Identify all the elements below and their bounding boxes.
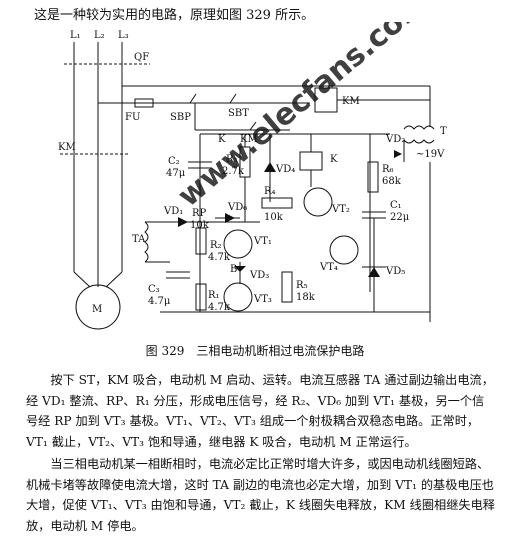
- label-vd2: VD₂: [385, 134, 405, 145]
- label-r6-value: 68k: [382, 176, 402, 187]
- label-km-contact: KM: [240, 134, 258, 145]
- label-km-main: KM: [58, 142, 76, 153]
- label-r5-value: 18k: [296, 292, 316, 303]
- label-vt1: VT₁: [253, 236, 272, 247]
- label-r1-value: 4.7k: [208, 302, 231, 313]
- label-vd4: VD₄: [275, 164, 295, 175]
- label-r1: R₁: [208, 290, 220, 301]
- label-vt3: VT₃: [253, 294, 272, 305]
- label-vt2: VT₂: [331, 204, 350, 215]
- label-ta: TA: [132, 234, 146, 245]
- paragraph-1: 按下 ST，KM 吸合，电动机 M 启动、运转。电流互感器 TA 通过副边输出电…: [26, 373, 494, 449]
- circuit-diagram: L₁ L₂ L₃ QF FU SBP SBT KM K KM KM M VD₂ …: [0, 22, 510, 352]
- label-l2: L₂: [94, 30, 105, 41]
- label-vd5: VD₅: [385, 266, 405, 277]
- label-qf: QF: [134, 52, 149, 63]
- label-fu: FU: [125, 112, 140, 123]
- label-r3-value: 2.7k: [222, 166, 245, 177]
- label-t: T: [440, 126, 447, 137]
- label-c2: C₂: [168, 156, 180, 167]
- paragraph-2: 当三相电动机某一相断相时，电流必定比正常时增大许多，或因电动机线圈短路、机械卡堵…: [26, 457, 495, 533]
- label-19v: ~19V: [416, 149, 445, 160]
- label-vd6: VD₆: [227, 202, 247, 213]
- label-c2-value: 47μ: [166, 168, 186, 179]
- label-motor: M: [92, 304, 102, 315]
- label-c3-value: 4.7μ: [148, 296, 171, 307]
- label-c3: C₃: [148, 284, 160, 295]
- label-r3: R₃: [226, 154, 238, 165]
- label-rp-value: 10k: [190, 220, 210, 231]
- label-r2-value: 4.7k: [208, 252, 231, 263]
- label-r5: R₅: [296, 280, 308, 291]
- circuit-schematic: L₁ L₂ L₃ QF FU SBP SBT KM K KM KM M VD₂ …: [58, 22, 447, 330]
- label-sbt: SBT: [228, 108, 249, 119]
- label-r4-value: 10k: [264, 212, 284, 223]
- label-c1: C₁: [390, 200, 402, 211]
- label-k-relay: K: [330, 154, 338, 165]
- label-r2: R₂: [210, 240, 222, 251]
- label-km-coil: KM: [342, 96, 360, 107]
- label-r4: R₄: [264, 186, 276, 197]
- label-b: B: [230, 264, 237, 275]
- intro-text: 这是一种较为实用的电路，原理如图 329 所示。: [34, 8, 315, 23]
- label-vd1: VD₁: [163, 206, 183, 217]
- label-rp: RP: [192, 208, 207, 219]
- label-k-contact: K: [218, 134, 226, 145]
- label-l1: L₁: [70, 30, 81, 41]
- label-sbp: SBP: [170, 112, 191, 123]
- label-vt4: VT₄: [319, 262, 338, 273]
- label-l3: L₃: [118, 30, 129, 41]
- figure-caption: 图 329 三相电动机断相过电流保护电路: [145, 344, 365, 358]
- label-r6: R₆: [382, 164, 394, 175]
- label-c1-value: 22μ: [390, 212, 410, 223]
- label-vd3: VD₃: [249, 270, 269, 281]
